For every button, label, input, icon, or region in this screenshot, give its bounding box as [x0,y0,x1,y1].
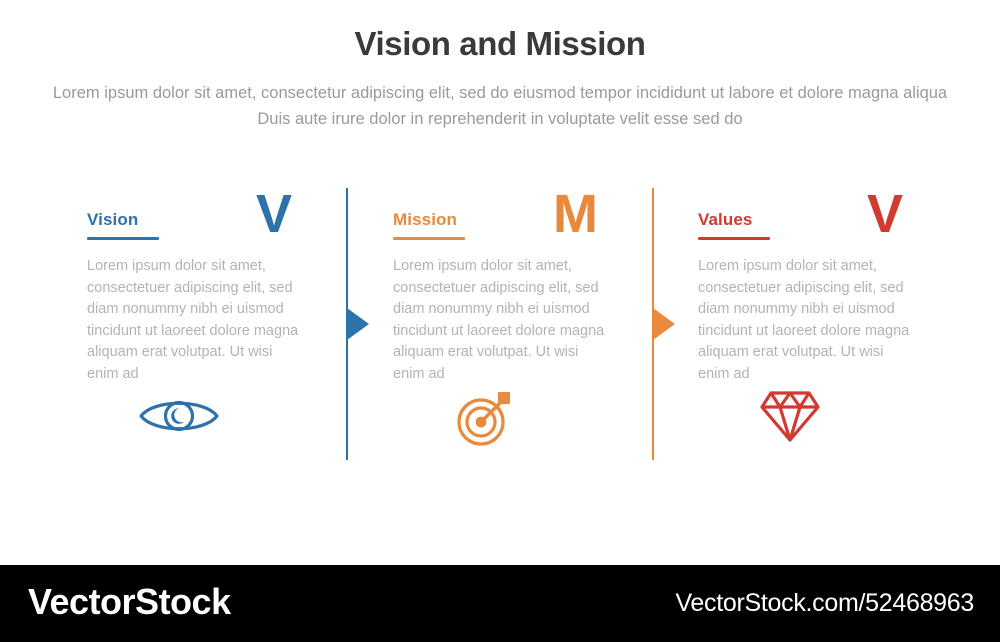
column-mission-body: Lorem ipsum dolor sit amet, consectetuer… [393,258,605,382]
column-vision-underline [87,237,159,240]
column-mission-underline [393,237,465,240]
divider-vision-mission [346,188,369,460]
column-values-header: Values V [687,184,903,250]
header: Vision and Mission Lorem ipsum dolor sit… [0,22,1000,132]
triangle-right-icon-2 [653,308,675,340]
column-mission-label: Mission [393,210,457,229]
column-vision-body: Lorem ipsum dolor sit amet, consectetuer… [87,258,299,382]
vectorstock-logo: VectorStock [28,581,231,622]
column-vision-label: Vision [87,210,139,229]
slide-canvas: Vision and Mission Lorem ipsum dolor sit… [0,22,1000,460]
divider-mission-values [652,188,675,460]
vectorstock-url: VectorStock.com/52468963 [675,589,974,617]
column-mission-letter: M [553,184,598,244]
columns-region: Vision V Lorem ipsum dolor sit amet, con… [0,184,1000,460]
column-vision-letter: V [255,184,292,244]
eye-icon [134,384,224,448]
page-title: Vision and Mission [354,25,646,62]
diamond-icon [745,384,835,448]
column-vision-header: Vision V [76,184,292,250]
column-values-underline [698,237,770,240]
triangle-right-icon-1 [347,308,369,340]
column-mission-header: Mission M [382,184,598,250]
column-values: Values V Lorem ipsum dolor sit amet, con… [687,184,932,460]
target-arrow-icon [440,384,530,448]
footer-watermark-bar: VectorStock VectorStock.com/52468963 [0,565,1000,642]
column-values-body: Lorem ipsum dolor sit amet, consectetuer… [698,258,910,382]
page-subtitle: Lorem ipsum dolor sit amet, consectetur … [52,84,948,128]
column-mission: Mission M Lorem ipsum dolor sit amet, co… [382,184,627,460]
column-values-letter: V [866,184,903,244]
column-vision: Vision V Lorem ipsum dolor sit amet, con… [76,184,321,460]
column-values-label: Values [698,210,753,229]
